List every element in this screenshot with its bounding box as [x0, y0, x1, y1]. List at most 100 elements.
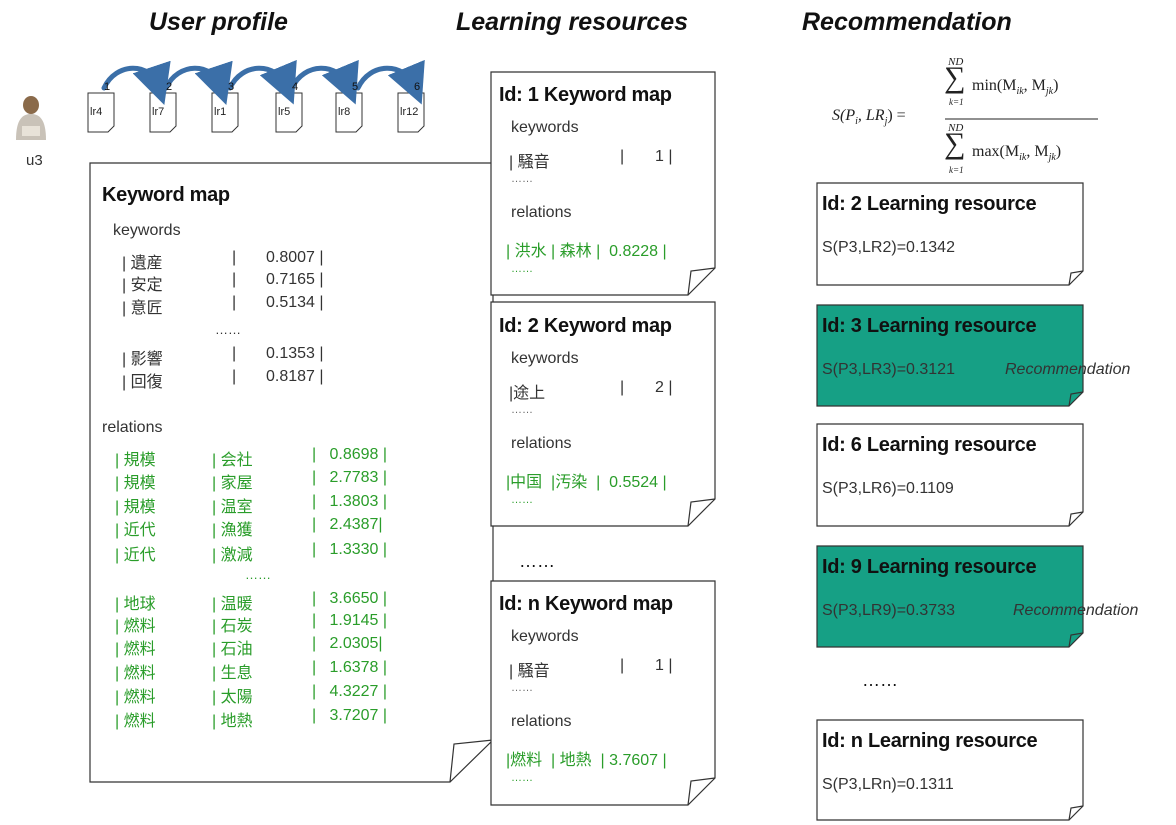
profile-relation-a: | 規模	[115, 475, 156, 492]
profile-keyword-value: 0.8187 |	[266, 368, 324, 385]
recommendation-title: Id: 2 Learning resource	[822, 193, 1037, 215]
profile-relation-a: | 燃料	[115, 689, 156, 706]
resource-relations-label: relations	[511, 204, 572, 221]
profile-relations-label: relations	[102, 419, 163, 436]
sequence-doc-label: lr7	[152, 106, 165, 118]
profile-relation-value: | 2.4387|	[312, 516, 383, 533]
resource-keyword-value: 2 |	[655, 379, 673, 396]
profile-relations-ellipsis: ……	[245, 567, 271, 582]
resource-keyword-term: | 騒音	[509, 663, 550, 680]
profile-relation-b: | 温室	[212, 499, 253, 516]
resource-keywords-ellipsis: ……	[511, 682, 533, 694]
profile-relation-a: | 近代	[115, 522, 156, 539]
resource-keywords-ellipsis: ……	[511, 404, 533, 416]
sequence-doc-label: lr12	[400, 106, 419, 118]
profile-keyword-term: | 遺産	[122, 255, 163, 272]
user-profile-title: User profile	[149, 8, 288, 36]
recommendation-title: Id: 3 Learning resource	[822, 315, 1037, 337]
resource-keywords-ellipsis: ……	[511, 173, 533, 185]
profile-keywords-label: keywords	[113, 222, 181, 239]
seq-arrow-3	[227, 59, 297, 105]
profile-relation-b: | 生息	[212, 665, 253, 682]
learning-resources-title: Learning resources	[456, 8, 689, 36]
num-sum-bottom: k=1	[949, 97, 964, 107]
profile-keyword-value: 0.5134 |	[266, 294, 324, 311]
profile-relation-b: | 会社	[212, 452, 253, 469]
profile-relation-value: | 1.9145 |	[312, 612, 388, 629]
resource-relations-ellipsis: ……	[511, 494, 533, 506]
resource-map-title: Id: n Keyword map	[499, 593, 673, 615]
resource-relations-label: relations	[511, 435, 572, 452]
profile-relation-a: | 燃料	[115, 713, 156, 730]
profile-map-title: Keyword map	[102, 184, 230, 206]
recommendation-label: Recommendation	[1013, 602, 1139, 619]
sequence-number: 3	[228, 81, 235, 93]
resource-keyword-sep: |	[620, 148, 625, 165]
profile-relation-a: | 規模	[115, 452, 156, 469]
recommendation-title: Id: 6 Learning resource	[822, 434, 1037, 456]
resource-keywords-label: keywords	[511, 350, 579, 367]
profile-relation-b: | 家屋	[212, 475, 253, 492]
profile-relation-value: | 1.6378 |	[312, 659, 388, 676]
sequence-doc-label: lr5	[278, 106, 291, 118]
profile-keyword-sep: |	[232, 294, 237, 311]
profile-keyword-value: 0.1353 |	[266, 345, 324, 362]
seq-arrow-1	[101, 60, 171, 105]
recommendation-label: Recommendation	[1005, 361, 1131, 378]
seq-arrow-4	[289, 59, 359, 105]
profile-keyword-term: | 回復	[122, 374, 163, 391]
denominator: max(Mik, Mjk)	[972, 143, 1062, 164]
sequence-doc-label: lr4	[90, 106, 103, 118]
resource-relations-ellipsis: ……	[511, 263, 533, 275]
numerator: min(Mik, Mjk)	[972, 77, 1059, 98]
recommendation-score: S(P3,LR3)=0.3121	[822, 361, 955, 378]
profile-relation-b: | 漁獲	[212, 522, 253, 539]
profile-relation-a: | 燃料	[115, 618, 156, 635]
profile-relation-value: | 2.0305|	[312, 635, 383, 652]
profile-relation-value: | 2.7783 |	[312, 469, 388, 486]
profile-keyword-sep: |	[232, 271, 237, 288]
profile-relation-value: | 0.8698 |	[312, 446, 388, 463]
profile-keyword-term: | 安定	[122, 277, 163, 294]
resource-doc-2	[490, 301, 716, 527]
profile-relation-a: | 燃料	[115, 665, 156, 682]
rec-doc-6	[816, 423, 1084, 527]
num-sum-top: ND	[948, 56, 964, 68]
resource-keyword-value: 1 |	[655, 657, 673, 674]
rec-doc-n	[816, 719, 1084, 821]
profile-keyword-value: 0.7165 |	[266, 271, 324, 288]
resource-relations-label: relations	[511, 713, 572, 730]
profile-relation-b: | 温暖	[212, 596, 253, 613]
recommendation-title: Recommendation	[802, 8, 1012, 36]
resource-map-title: Id: 2 Keyword map	[499, 315, 672, 337]
right-ellipsis: ……	[862, 670, 898, 690]
recommendation-score: S(P3,LR2)=0.1342	[822, 239, 955, 256]
formula-lhs: S(Pi, LRj) =	[832, 107, 906, 128]
resource-keyword-term: | 騒音	[509, 154, 550, 171]
profile-relation-value: | 4.3227 |	[312, 683, 388, 700]
rec-doc-3	[816, 304, 1084, 407]
seq-arrow-5	[355, 59, 425, 105]
profile-document	[89, 162, 494, 783]
profile-relation-b: | 激減	[212, 547, 253, 564]
den-sum-bottom: k=1	[949, 165, 964, 175]
resource-keyword-value: 1 |	[655, 148, 673, 165]
sequence-number: 5	[352, 81, 359, 93]
num-sigma: ∑	[944, 61, 966, 94]
profile-relation-a: | 規模	[115, 499, 156, 516]
profile-relation-a: | 近代	[115, 547, 156, 564]
sequence-number: 6	[414, 81, 421, 93]
profile-keyword-sep: |	[232, 249, 237, 266]
resource-relation: |中国 |汚染 | 0.5524 |	[506, 474, 667, 491]
resource-keywords-label: keywords	[511, 628, 579, 645]
resource-keyword-sep: |	[620, 657, 625, 674]
profile-keyword-sep: |	[232, 345, 237, 362]
resource-keyword-sep: |	[620, 379, 625, 396]
similarity-formula: S(Pi, LRj) = ND ∑ k=1 min(Mik, Mjk) ND ∑…	[832, 55, 1112, 185]
resource-doc-1	[490, 71, 716, 296]
den-sum-top: ND	[948, 122, 964, 134]
profile-relation-value: | 3.7207 |	[312, 707, 388, 724]
profile-relation-a: | 地球	[115, 596, 156, 613]
profile-relation-a: | 燃料	[115, 641, 156, 658]
sequence-doc-1	[87, 92, 115, 133]
